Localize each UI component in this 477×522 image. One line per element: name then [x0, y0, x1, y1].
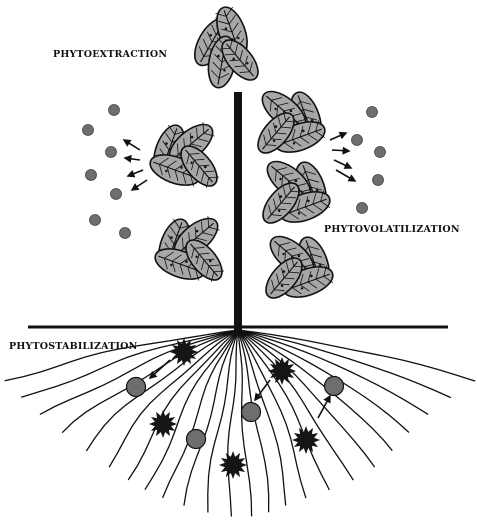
- arrow-icon: [128, 170, 143, 176]
- pollutant-particle-icon: [83, 125, 94, 136]
- arrow-icon: [330, 133, 346, 140]
- arrow-icon: [332, 150, 349, 151]
- root-line: [208, 330, 238, 513]
- pollutant-particle-icon: [242, 403, 261, 422]
- pollutant-particle-icon: [120, 228, 131, 239]
- pollutant-particle-icon: [106, 147, 117, 158]
- contaminant-star-icon: [219, 451, 247, 479]
- contaminant-star-icon: [292, 426, 320, 454]
- arrow-icon: [132, 180, 147, 190]
- pollutant-particle-icon: [86, 170, 97, 181]
- arrow-icon: [125, 158, 140, 160]
- pollutant-particle-icon: [90, 215, 101, 226]
- arrow-icon: [334, 160, 351, 168]
- arrow-icon: [336, 170, 355, 181]
- pollutant-particle-icon: [367, 107, 378, 118]
- arrow-icon: [318, 396, 330, 418]
- phytostabilization-label: PHYTOSTABILIZATION: [9, 341, 137, 352]
- root-system: [5, 330, 476, 517]
- arrow-icon: [124, 140, 140, 150]
- root-line: [238, 330, 409, 433]
- root-line: [238, 330, 428, 414]
- phytoextraction-label: PHYTOEXTRACTION: [53, 49, 167, 60]
- pollutant-particle-icon: [357, 203, 368, 214]
- contaminant-star-icon: [170, 338, 198, 366]
- phytovolatilization-label: PHYTOVOLATILIZATION: [324, 224, 460, 235]
- pollutant-particle-icon: [352, 135, 363, 146]
- root-line: [228, 330, 238, 517]
- pollutant-particle-icon: [109, 105, 120, 116]
- pollutant-particle-icon: [127, 378, 146, 397]
- pollutant-particle-icon: [111, 189, 122, 200]
- pollutant-particle-icon: [375, 147, 386, 158]
- pollutant-particle-icon: [325, 377, 344, 396]
- pollutant-particle-icon: [187, 430, 206, 449]
- soil-contaminants: [127, 338, 344, 479]
- pollutant-particle-icon: [373, 175, 384, 186]
- plant-stem: [234, 92, 242, 330]
